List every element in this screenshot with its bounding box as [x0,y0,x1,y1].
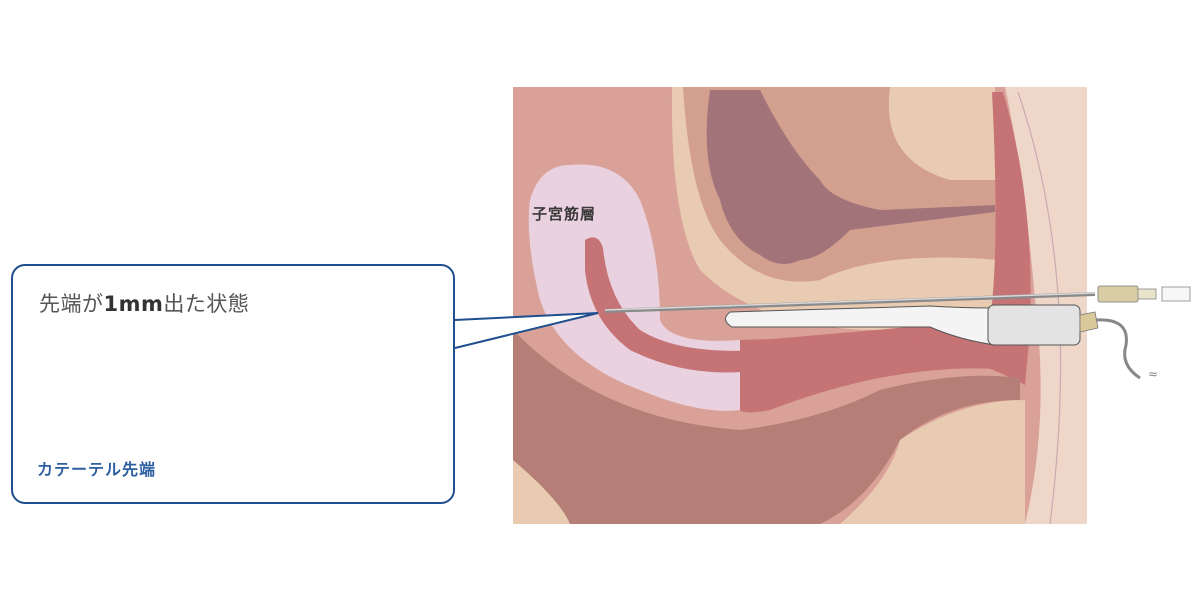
needle-icon [604,292,1096,313]
callout-box: 先端が1mm出た状態 カテーテル先端 [11,264,455,504]
catheter-tip-label: カテーテル先端 [37,460,157,479]
callout-pointer [454,312,599,349]
luer-connector-icon [1097,285,1191,303]
callout-title: 先端が1mm出た状態 [39,292,250,316]
myometrium-label: 子宮筋層 [532,205,597,223]
svg-text:≈: ≈ [1148,367,1158,381]
ultrasound-probe-icon: ≈ [725,304,1158,381]
